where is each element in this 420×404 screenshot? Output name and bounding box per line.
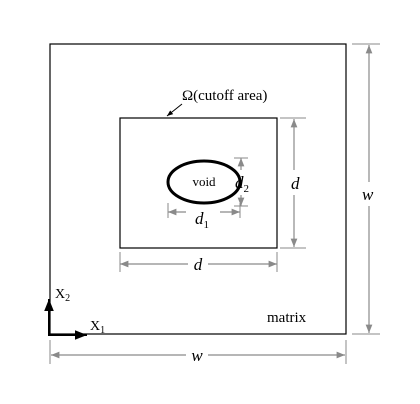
cutoff-area-boundary <box>119 117 278 249</box>
d1-label: d1 <box>195 209 209 231</box>
matrix-label: matrix <box>267 310 307 326</box>
void-label: void <box>192 174 216 189</box>
d-bottom-label: d <box>194 255 203 274</box>
d2-label: d2 <box>235 173 249 195</box>
cutoff-leader-arrow <box>166 103 183 117</box>
matrix-boundary <box>49 43 347 335</box>
x2-axis-label: X2 <box>55 287 70 304</box>
w-right-label: w <box>362 185 374 204</box>
cutoff-area-label: Ω(cutoff area) <box>182 88 267 104</box>
x1-axis-label: X1 <box>90 319 105 336</box>
void-ellipse <box>166 159 242 205</box>
d-right-label: d <box>291 174 300 193</box>
w-bottom-label: w <box>191 346 203 365</box>
